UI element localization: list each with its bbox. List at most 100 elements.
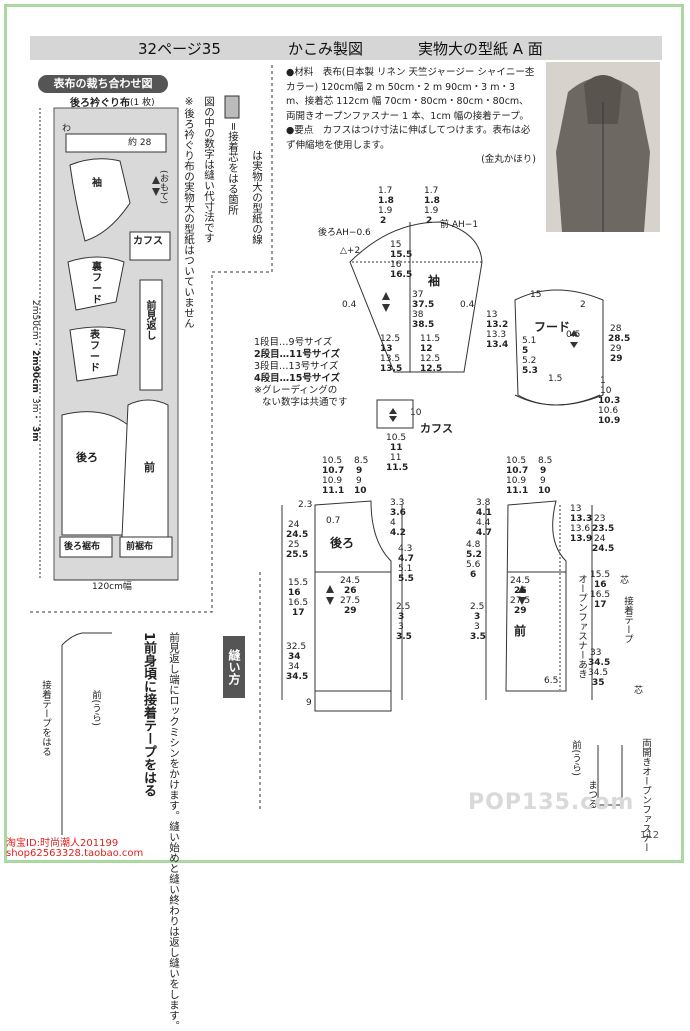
cuff-len-2: 11 bbox=[390, 453, 402, 463]
hood-left-2: 13.3 bbox=[486, 330, 507, 340]
sleeve-a1-2: 16 bbox=[390, 260, 402, 270]
cuff-len-0: 10.5 bbox=[386, 433, 407, 443]
back-ah-label: 後ろAH−0.6 bbox=[318, 228, 371, 238]
note-back-neck: ※後ろ衿ぐり布の実物大の型紙はついていません bbox=[183, 96, 195, 329]
layout-length-2: 2m90cm bbox=[30, 350, 40, 393]
back-sidel-2: 16.5 bbox=[288, 598, 309, 608]
sheet-label: 実物大の型紙 A 面 bbox=[418, 40, 543, 58]
sewing-tape-label: 接着テープをはる bbox=[40, 680, 51, 756]
hood-small-3: 2 bbox=[580, 300, 586, 310]
note-interfacing: =接着芯をはる箇所 bbox=[227, 122, 239, 215]
grading-note-2: ない数字は共通です bbox=[262, 397, 348, 408]
sleeve-lo1-0: 12.5 bbox=[380, 334, 401, 344]
back-neck-2: 4 bbox=[390, 518, 396, 528]
shop-url: shop62563328.taobao.com bbox=[6, 848, 144, 859]
cuff-width: 10 bbox=[410, 408, 422, 418]
front-topr-2: 9 bbox=[540, 476, 546, 486]
sleeve-top2-1: 1.8 bbox=[424, 196, 440, 206]
size-row-1: 1段目…9号サイズ bbox=[254, 337, 333, 348]
sleeve-mid-1: 37.5 bbox=[412, 300, 435, 310]
layout-sleeve: 袖 bbox=[92, 178, 102, 189]
zipper-opening-label: オープンファスナーあき bbox=[576, 574, 587, 679]
back-topl-1: 10.7 bbox=[322, 466, 345, 476]
sleeve-mid-0: 37 bbox=[412, 290, 424, 300]
front-neckr-2: 13.6 bbox=[570, 524, 591, 534]
back-len-3: 34.5 bbox=[286, 672, 309, 682]
hood-small-0: 0.5 bbox=[566, 330, 581, 340]
front-mid-2: 27.5 bbox=[510, 596, 531, 606]
page-ref: 32ページ35 bbox=[138, 40, 221, 58]
note-seam-allowance: 図の中の数字は縫い代寸法です bbox=[203, 96, 215, 243]
back-label: 後ろ bbox=[330, 536, 355, 550]
back-arml-1: 24.5 bbox=[286, 530, 309, 540]
sewing-step-title: 1前身頃に接着テープをはる bbox=[141, 632, 156, 798]
hood-mid-1: 5 bbox=[522, 346, 529, 356]
materials-text: ●材料 表布(日本製 リネン 天竺ジャージー シャイニー杢カラー) 120cm幅… bbox=[286, 66, 536, 168]
key-points-line: ●要点 カフスはつけ寸法に伸ばしてつけます。表布は必ず伸縮地を使用します。 bbox=[286, 125, 531, 151]
front-armr-2: 24 bbox=[594, 534, 606, 544]
sleeve-side-l: 0.4 bbox=[342, 300, 357, 310]
interfacing-label-2: 芯 bbox=[634, 686, 644, 696]
back-neck-3: 4.2 bbox=[390, 528, 406, 538]
hood-small-1: 1 bbox=[600, 376, 606, 386]
layout-length-1: 2m50cm・ bbox=[30, 300, 40, 349]
layout-front: 前 bbox=[144, 461, 155, 474]
front-len-0: 33 bbox=[590, 648, 602, 658]
hood-bot-0: 10 bbox=[600, 386, 612, 396]
sleeve-top-3: 2 bbox=[380, 216, 387, 226]
sewing-step-text: 前見返し端にロックミシンをかけます。縫い始めと縫い終わりは返し縫いをします。 bbox=[168, 632, 180, 1031]
front-neckr-1: 13.3 bbox=[570, 514, 593, 524]
front-sider-3: 17 bbox=[594, 600, 607, 610]
tape-label: 接着テープ bbox=[622, 596, 633, 644]
back-arml-0: 24 bbox=[288, 520, 300, 530]
sleeve-lo2-2: 12.5 bbox=[420, 354, 441, 364]
front-sider-1: 16 bbox=[594, 580, 607, 590]
sewing-badge: 縫い方 bbox=[223, 636, 245, 698]
layout-cuff: カフス bbox=[133, 236, 163, 247]
slipstitch-label: まつる bbox=[586, 780, 597, 809]
front-neckr-0: 13 bbox=[570, 504, 582, 514]
hood-mid-3: 5.3 bbox=[522, 366, 538, 376]
hood-right-0: 28 bbox=[610, 324, 622, 334]
front-label: 前 bbox=[514, 624, 527, 638]
front-topl-3: 11.1 bbox=[506, 486, 529, 496]
layout-back: 後ろ bbox=[76, 451, 98, 464]
front-mid-1: 26 bbox=[514, 586, 527, 596]
back-arml-3: 25.5 bbox=[286, 550, 309, 560]
back-topr-3: 10 bbox=[354, 486, 367, 496]
sleeve-lo2-1: 12 bbox=[420, 344, 433, 354]
front-topr-1: 9 bbox=[540, 466, 547, 476]
back-mid-3: 29 bbox=[344, 606, 357, 616]
page-header: 32ページ35 かこみ製図 実物大の型紙 A 面 bbox=[30, 36, 662, 60]
back-sider-0: 2.5 bbox=[396, 602, 411, 612]
cutting-layout-title: 表布の裁ち合わせ図 bbox=[38, 75, 168, 93]
back-hem: 9 bbox=[306, 698, 312, 708]
front-arml-2: 5.6 bbox=[466, 560, 481, 570]
back-shoulder-0: 2.3 bbox=[298, 500, 313, 510]
back-topr-1: 9 bbox=[356, 466, 363, 476]
front-armr-3: 24.5 bbox=[592, 544, 615, 554]
garment-photo bbox=[546, 62, 660, 232]
sleeve-a1-1: 15.5 bbox=[390, 250, 413, 260]
hood-left-0: 13 bbox=[486, 310, 498, 320]
back-topl-0: 10.5 bbox=[322, 456, 343, 466]
front-sider-0: 15.5 bbox=[590, 570, 611, 580]
back-sidel-0: 15.5 bbox=[288, 578, 309, 588]
sleeve-lo1-1: 13 bbox=[380, 344, 393, 354]
size-row-2: 2段目…11号サイズ bbox=[254, 349, 341, 360]
front-sidel-2: 3 bbox=[474, 622, 480, 632]
front-neckl-2: 4.4 bbox=[476, 518, 491, 528]
size-row-3: 3段目…13号サイズ bbox=[254, 361, 339, 372]
sleeve-a1-3: 16.5 bbox=[390, 270, 413, 280]
watermark: POP135.com bbox=[468, 790, 635, 815]
front-topl-2: 10.9 bbox=[506, 476, 527, 486]
back-armr-3: 5.5 bbox=[398, 574, 414, 584]
back-arml-2: 25 bbox=[288, 540, 300, 550]
garment-illustration bbox=[546, 62, 660, 232]
cuff-len-3: 11.5 bbox=[386, 463, 409, 473]
front-topr-0: 8.5 bbox=[538, 456, 553, 466]
back-neck-label: 後ろ衿ぐり布 bbox=[70, 98, 130, 109]
back-topr-0: 8.5 bbox=[354, 456, 369, 466]
front-sidel-1: 3 bbox=[474, 612, 481, 622]
back-mid-0: 24.5 bbox=[340, 576, 361, 586]
